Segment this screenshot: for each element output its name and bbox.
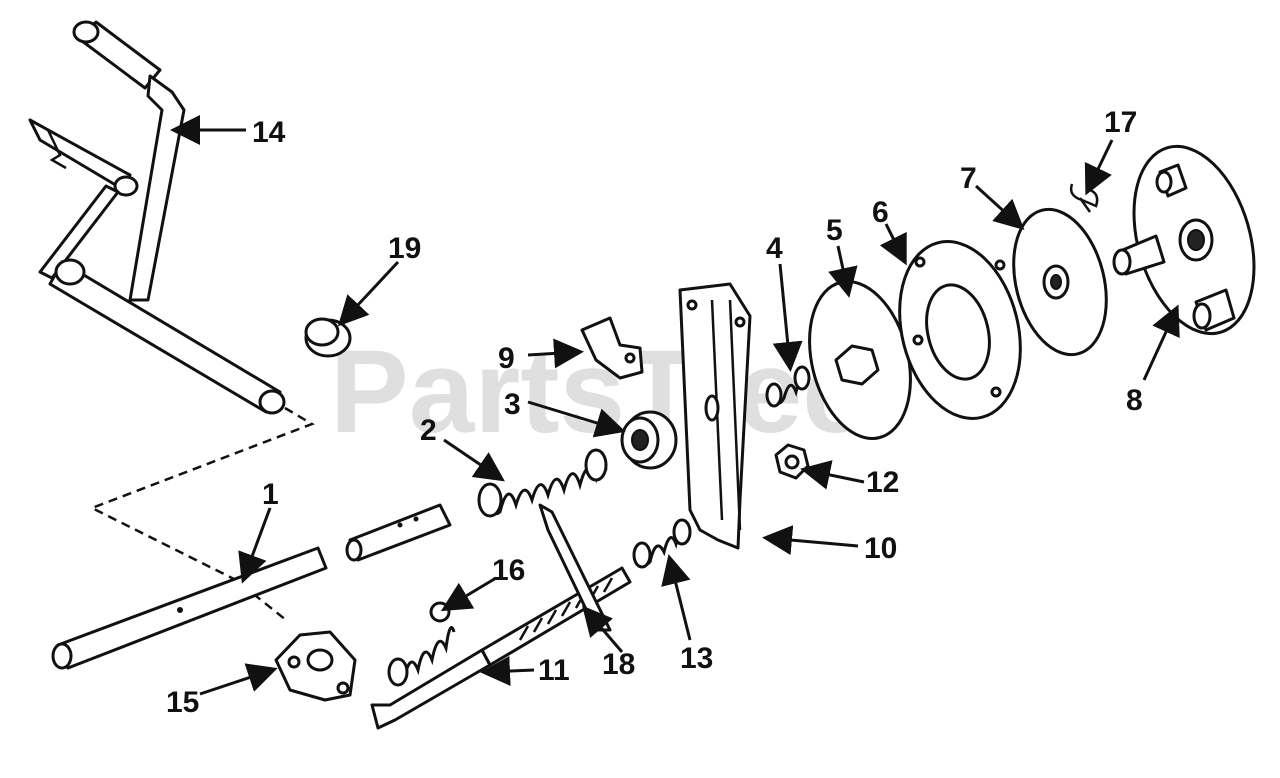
part-8-hub-plate[interactable] [1112, 132, 1275, 347]
assembly-guide-lines [88, 406, 315, 621]
callout-8: 8 [1126, 384, 1143, 417]
leader-lines [170, 115, 1180, 696]
callout-18: 18 [602, 648, 635, 681]
part-14-handle-lever[interactable] [28, 20, 286, 415]
callout-1: 1 [262, 478, 279, 511]
roll-pin[interactable] [345, 503, 452, 562]
part-2-spring[interactable] [477, 448, 608, 518]
callout-7: 7 [960, 162, 977, 195]
callout-14: 14 [252, 116, 286, 149]
callout-2: 2 [420, 414, 437, 447]
part-3-bearing[interactable] [620, 410, 678, 470]
part-7-washer-plate[interactable] [999, 200, 1120, 365]
callout-16: 16 [492, 554, 525, 587]
callout-6: 6 [872, 196, 889, 229]
part-10-channel-bracket[interactable] [678, 282, 752, 550]
callout-5: 5 [826, 214, 843, 247]
part-4-spring[interactable] [765, 365, 811, 408]
callout-10: 10 [864, 532, 897, 565]
part-13-spring[interactable] [632, 518, 692, 569]
callout-17: 17 [1104, 106, 1137, 139]
callout-12: 12 [866, 466, 899, 499]
part-15-bracket[interactable] [274, 630, 357, 702]
callout-19: 19 [388, 232, 421, 265]
part-6-ring-plate[interactable] [882, 229, 1038, 432]
callout-11: 11 [538, 654, 570, 687]
callout-15: 15 [166, 686, 199, 719]
callout-labels: 14 19 9 3 2 1 16 15 11 18 13 10 12 4 5 6… [166, 106, 1143, 719]
part-9-clip[interactable] [580, 316, 644, 380]
callout-9: 9 [498, 342, 515, 375]
callout-3: 3 [504, 388, 521, 421]
part-5-disc[interactable] [794, 271, 926, 449]
callout-4: 4 [766, 232, 783, 265]
part-19-cap[interactable] [304, 317, 352, 358]
part-12-nut[interactable] [774, 443, 810, 480]
callout-13: 13 [680, 642, 713, 675]
part-17-clip[interactable] [1069, 183, 1099, 213]
